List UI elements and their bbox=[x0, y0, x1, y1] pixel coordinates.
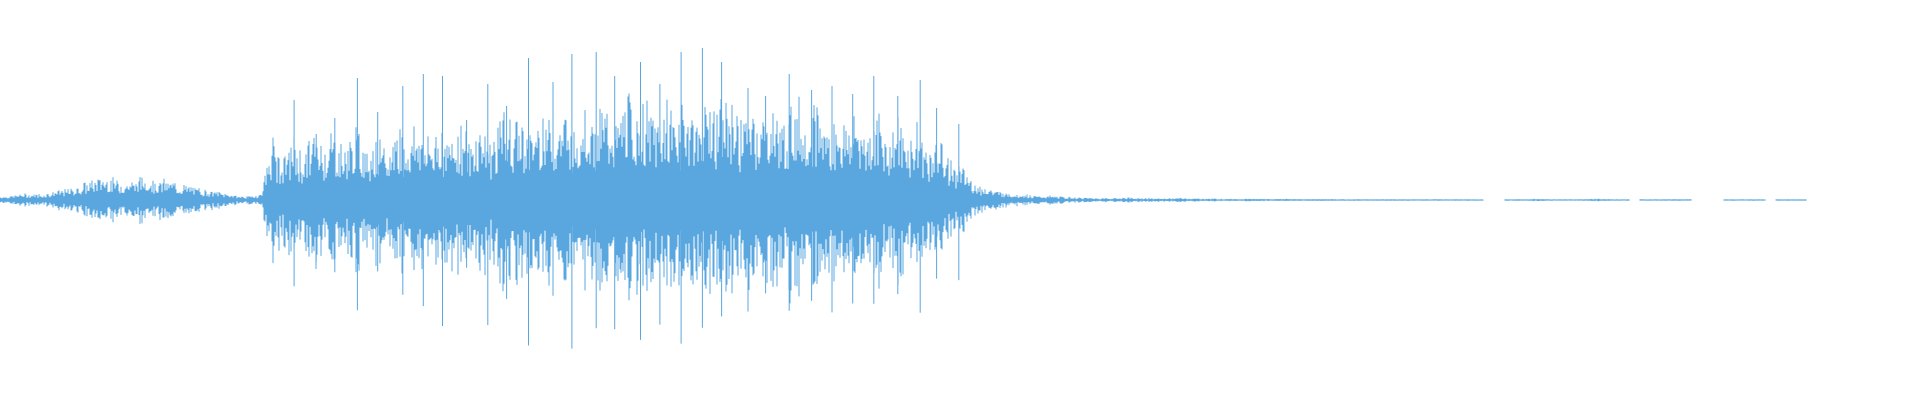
waveform-bars bbox=[0, 48, 1807, 349]
